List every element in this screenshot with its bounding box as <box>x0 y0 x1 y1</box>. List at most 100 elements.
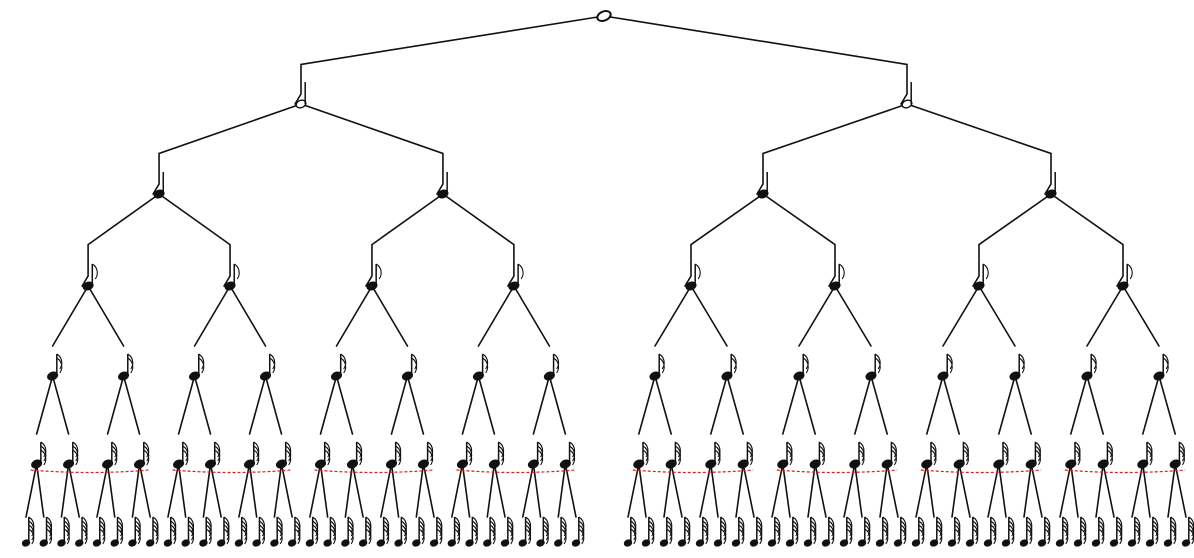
sixty-fourth-flag <box>170 524 177 541</box>
sixty-fourth-flag <box>936 524 943 541</box>
branch-edge <box>344 463 354 518</box>
branch-edge <box>67 463 81 518</box>
thirty-second-flag <box>111 445 118 462</box>
sixty-fourth-flag <box>864 528 871 545</box>
thirty-second-flag <box>963 449 969 466</box>
thirty-second-flag <box>569 445 576 462</box>
sixteenth-flag <box>1162 353 1169 370</box>
branch-edge <box>564 463 577 518</box>
sixty-fourth-flag <box>46 524 53 541</box>
sixty-fourth-flag <box>918 528 925 545</box>
branch-edge <box>300 103 444 195</box>
sixty-fourth-flag <box>1098 524 1105 541</box>
sixteenth-flag <box>411 357 418 374</box>
branch-edge <box>532 463 542 518</box>
sixty-fourth-flag <box>276 524 283 541</box>
branch-edge <box>81 193 160 287</box>
thirty-second-flag <box>324 449 331 466</box>
sixteenth-flag <box>1162 357 1169 374</box>
branch-edge <box>997 375 1016 435</box>
sixty-fourth-flag <box>1116 528 1123 545</box>
sixteenth-flag <box>730 357 737 374</box>
thirty-second-flag <box>714 449 721 466</box>
branch-edge <box>248 463 258 518</box>
eighth-flag <box>982 263 989 280</box>
thirty-second-flag <box>466 445 473 462</box>
thirty-second-flag <box>747 445 753 462</box>
thirty-second-flag <box>498 445 505 462</box>
sixty-fourth-flag <box>1134 524 1141 541</box>
sixty-fourth-flag <box>1008 528 1015 545</box>
sixty-fourth-flag <box>792 524 799 541</box>
sixty-fourth-flag <box>1170 528 1177 545</box>
sixty-fourth-flag <box>684 524 691 541</box>
branch-edge <box>603 15 908 105</box>
thirty-second-flag <box>324 445 331 462</box>
branch-edge <box>1070 375 1088 435</box>
sixty-fourth-flag <box>259 524 265 541</box>
sixteenth-flag <box>482 357 489 374</box>
branch-edge <box>1167 463 1176 518</box>
branch-edge <box>461 375 480 435</box>
sixty-fourth-flag <box>882 524 889 541</box>
branch-edge <box>1102 463 1115 518</box>
sixty-fourth-flag <box>489 528 496 545</box>
sixty-fourth-flag <box>666 524 673 541</box>
branch-edge <box>557 463 567 518</box>
branch-edge <box>951 463 961 518</box>
branch-edge <box>1174 463 1187 518</box>
branch-edge <box>25 463 38 518</box>
sixty-fourth-flag <box>1134 528 1141 545</box>
sixty-fourth-flag <box>383 528 390 545</box>
sixty-fourth-flag <box>792 528 799 545</box>
sixty-fourth-flag <box>578 528 585 545</box>
sixty-fourth-flag <box>63 524 70 541</box>
branch-edge <box>972 193 1052 287</box>
branch-edge <box>273 463 283 518</box>
sixty-fourth-flag <box>560 524 567 541</box>
thirty-second-flag <box>1146 449 1153 466</box>
branch-edge <box>1086 285 1124 347</box>
sixty-fourth-flag <box>489 524 496 541</box>
branch-edge <box>51 375 70 435</box>
sixty-fourth-flag <box>117 528 124 545</box>
branch-edge <box>627 463 640 518</box>
sixty-fourth-flag <box>543 528 549 545</box>
branch-edge <box>461 463 471 518</box>
eighth-flag <box>694 263 701 280</box>
sixty-fourth-flag <box>205 528 212 545</box>
sixty-fourth-flag <box>900 524 907 541</box>
sixty-fourth-flag <box>46 528 53 545</box>
sixty-fourth-flag <box>205 524 212 541</box>
sixteenth-flag <box>1090 357 1097 374</box>
branch-edge <box>798 285 836 347</box>
branch-edge <box>886 463 899 518</box>
branch-edge <box>158 193 231 287</box>
branch-edge <box>51 285 89 347</box>
sixteenth-flag <box>658 357 665 374</box>
sixty-fourth-flag <box>972 528 979 545</box>
sixty-fourth-flag <box>1044 524 1051 541</box>
sixteenth-flag <box>127 353 134 370</box>
thirty-second-flag <box>819 449 825 466</box>
thirty-second-flag <box>1179 445 1185 462</box>
thirty-second-flag <box>569 449 576 466</box>
branch-edge <box>853 463 863 518</box>
thirty-second-flag <box>182 445 189 462</box>
sixty-fourth-flag <box>720 524 727 541</box>
sixty-fourth-flag <box>1080 524 1087 541</box>
sixty-fourth-flag <box>1170 524 1177 541</box>
branch-edge <box>35 375 54 435</box>
branch-edge <box>335 375 354 435</box>
sixty-fourth-flag <box>418 524 425 541</box>
eighth-flag <box>91 263 98 280</box>
thirty-second-flag <box>1107 449 1113 466</box>
branch-edge <box>742 463 755 518</box>
eighth-flag <box>375 263 382 280</box>
thirty-second-flag <box>1074 449 1081 466</box>
branch-edge <box>422 463 435 518</box>
sixty-fourth-flag <box>365 528 372 545</box>
branch-edge <box>756 103 908 195</box>
sixteenth-flag <box>482 353 489 370</box>
tie-line <box>456 469 576 474</box>
